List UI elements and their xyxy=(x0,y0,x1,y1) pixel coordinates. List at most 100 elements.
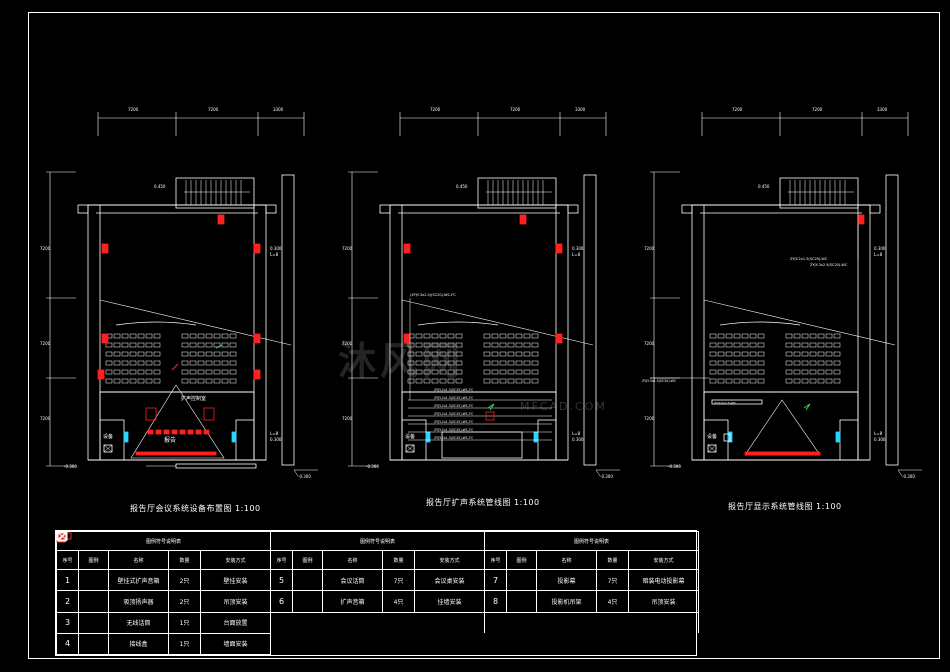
seat xyxy=(447,378,455,384)
check-mark-icon xyxy=(487,403,495,411)
seat xyxy=(741,351,749,357)
seat xyxy=(515,360,523,366)
seat xyxy=(507,342,515,348)
seat xyxy=(213,360,221,366)
seat xyxy=(415,378,423,384)
seat xyxy=(801,333,809,339)
seat xyxy=(197,360,205,366)
elevation-label: -0.300 xyxy=(600,474,613,479)
seat xyxy=(793,369,801,375)
seat xyxy=(145,369,153,375)
row-mount: 台面放置 xyxy=(200,611,271,634)
seat xyxy=(447,351,455,357)
slope-line xyxy=(703,299,896,346)
stage-label: 扩声控制室 xyxy=(181,395,206,402)
seat xyxy=(145,333,153,339)
wall-speaker-icon xyxy=(253,243,261,254)
dim-top: 3300 xyxy=(877,107,888,112)
seat xyxy=(129,360,137,366)
leader-line xyxy=(293,469,299,477)
speaker-box-icon xyxy=(203,407,215,421)
seat-row xyxy=(719,321,801,326)
dim-side: 7200 xyxy=(644,246,655,251)
dim-top: 3300 xyxy=(273,107,284,112)
equipment-label: 设备 xyxy=(405,433,415,440)
elevation-label: L=8 xyxy=(874,431,883,436)
seat xyxy=(137,351,145,357)
seat xyxy=(129,378,137,384)
door-marker xyxy=(231,431,237,443)
dim-top: 7200 xyxy=(430,107,441,112)
seat xyxy=(431,342,439,348)
seat xyxy=(137,333,145,339)
elevation-label: 0.300 xyxy=(874,437,886,442)
cable-label-box xyxy=(711,399,763,405)
wall-right xyxy=(555,204,569,461)
seat xyxy=(197,351,205,357)
seat xyxy=(431,333,439,339)
seat xyxy=(415,351,423,357)
seat xyxy=(221,351,229,357)
seat xyxy=(515,342,523,348)
seat xyxy=(809,342,817,348)
seat xyxy=(229,351,237,357)
dim-side: 7200 xyxy=(40,246,51,251)
drawing-frame xyxy=(28,12,940,659)
equipment-room xyxy=(839,419,859,461)
seat xyxy=(499,369,507,375)
seat xyxy=(181,342,189,348)
speaker-box-icon xyxy=(857,214,865,225)
seat xyxy=(205,351,213,357)
seat xyxy=(221,378,229,384)
elevation-label: 0.300 xyxy=(572,246,584,251)
mic-icon xyxy=(187,429,194,435)
seat xyxy=(129,333,137,339)
seat xyxy=(507,360,515,366)
seat xyxy=(455,342,463,348)
leader-line xyxy=(897,469,903,477)
seat xyxy=(137,342,145,348)
speaker-box-icon xyxy=(145,407,157,421)
dim-top: 7200 xyxy=(510,107,521,112)
seat-row xyxy=(115,321,197,326)
seat xyxy=(793,378,801,384)
wall-speaker-icon xyxy=(217,214,225,225)
seat xyxy=(809,360,817,366)
seat xyxy=(809,351,817,357)
wall-left xyxy=(87,204,101,461)
seat xyxy=(499,360,507,366)
row-qty: 7只 xyxy=(596,568,629,592)
seat xyxy=(801,342,809,348)
projector-icon xyxy=(56,531,537,613)
seat xyxy=(733,342,741,348)
seat xyxy=(447,360,455,366)
seat xyxy=(407,342,415,348)
seat xyxy=(531,351,539,357)
pier xyxy=(77,204,89,214)
plan-title-3: 报告厅显示系统管线图 1:100 xyxy=(728,502,842,511)
seat xyxy=(483,378,491,384)
seat xyxy=(741,369,749,375)
stage-text: 报告 xyxy=(164,436,176,444)
seat xyxy=(499,351,507,357)
seat xyxy=(415,333,423,339)
seat xyxy=(415,360,423,366)
row-no: 5 xyxy=(270,568,293,592)
seat xyxy=(793,351,801,357)
wall-speaker-icon xyxy=(253,369,261,380)
seat xyxy=(749,342,757,348)
hd-no: 序号 xyxy=(484,550,507,570)
seat xyxy=(817,369,825,375)
seat xyxy=(717,369,725,375)
cable-label: ZYJY-3x1.5(SC20)-WC xyxy=(642,379,677,383)
seat xyxy=(785,378,793,384)
elevation-label: 0.300 xyxy=(270,246,282,251)
seat xyxy=(439,342,447,348)
arrow-icon xyxy=(215,344,223,349)
seat xyxy=(491,360,499,366)
screen-icon xyxy=(744,451,821,456)
seat xyxy=(825,360,833,366)
speaker-box-icon xyxy=(519,214,527,225)
hd-name: 名称 xyxy=(108,550,169,570)
row-name: 无线话筒 xyxy=(108,611,169,634)
